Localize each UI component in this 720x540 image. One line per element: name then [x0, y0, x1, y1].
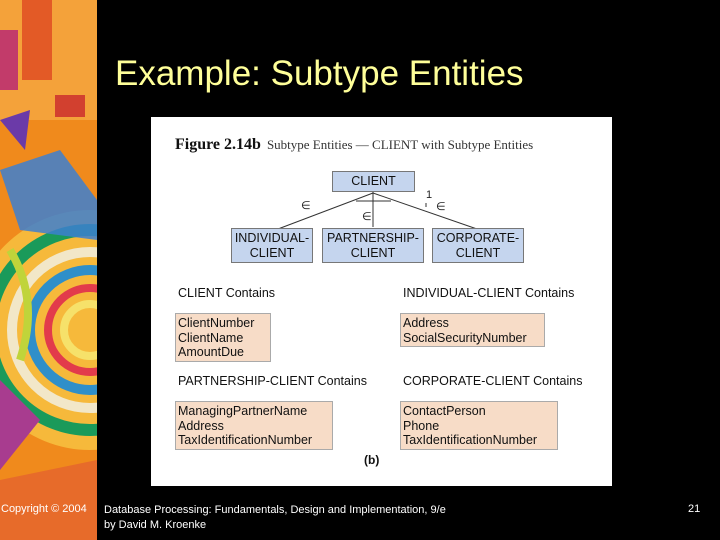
subtype-partnership-client-box: PARTNERSHIP- CLIENT — [322, 228, 424, 263]
footer-book-title: Database Processing: Fundamentals, Desig… — [104, 504, 446, 516]
partnership-client-contains-heading: PARTNERSHIP-CLIENT Contains — [178, 374, 367, 388]
attribute-item: TaxIdentificationNumber — [178, 433, 313, 447]
attribute-item: ClientNumber — [178, 316, 255, 330]
corporate-client-attributes-list: ContactPerson Phone TaxIdentificationNum… — [400, 401, 558, 450]
figure-part-label: (b) — [364, 453, 380, 467]
attribute-item: Address — [178, 418, 224, 433]
footer-copyright: Copyright © 2004 — [1, 503, 87, 515]
supertype-client-box: CLIENT — [332, 171, 415, 192]
subtype-individual-client-box: INDIVIDUAL- CLIENT — [231, 228, 313, 263]
footer-book-info: Database Processing: Fundamentals, Desig… — [104, 503, 446, 532]
attribute-item: SocialSecurityNumber — [403, 330, 527, 345]
membership-symbol-right: ∈ — [436, 201, 446, 213]
cardinality-label: 1 — [426, 189, 433, 201]
figure-caption: Figure 2.14b Subtype Entities — CLIENT wi… — [175, 136, 533, 154]
attribute-item: AmountDue — [178, 345, 245, 359]
page-number: 21 — [688, 503, 701, 515]
supertype-label: CLIENT — [351, 174, 396, 188]
figure-number: Figure 2.14b — [175, 136, 261, 153]
individual-client-attributes-list: Address SocialSecurityNumber — [400, 313, 545, 347]
figure-caption-text: Subtype Entities — CLIENT with Subtype E… — [266, 137, 534, 152]
slide-title: Example: Subtype Entities — [115, 54, 524, 93]
abstract-art-image — [0, 0, 97, 540]
client-attributes-list: ClientNumber ClientName AmountDue — [175, 313, 271, 362]
client-contains-heading: CLIENT Contains — [178, 286, 276, 300]
corporate-client-contains-heading: CORPORATE-CLIENT Contains — [403, 374, 583, 388]
individual-client-contains-heading: INDIVIDUAL-CLIENT Contains — [403, 286, 575, 300]
attribute-item: ContactPerson — [403, 404, 486, 418]
attribute-item: Phone — [403, 418, 440, 433]
subtype-corporate-client-box: CORPORATE- CLIENT — [432, 228, 524, 263]
footer-book-author: by David M. Kroenke — [104, 518, 207, 531]
attribute-item: TaxIdentificationNumber — [403, 433, 538, 447]
partnership-client-attributes-list: ManagingPartnerName Address TaxIdentific… — [175, 401, 333, 450]
connector-lines — [277, 192, 478, 230]
attribute-item: Address — [403, 316, 449, 330]
attribute-item: ManagingPartnerName — [178, 404, 308, 418]
membership-symbol-center: ∈ — [362, 211, 372, 223]
decorative-painting — [0, 0, 97, 540]
attribute-item: ClientName — [178, 330, 244, 345]
figure-panel: Figure 2.14b Subtype Entities — CLIENT wi… — [151, 117, 612, 486]
membership-symbol-left: ∈ — [301, 200, 311, 212]
